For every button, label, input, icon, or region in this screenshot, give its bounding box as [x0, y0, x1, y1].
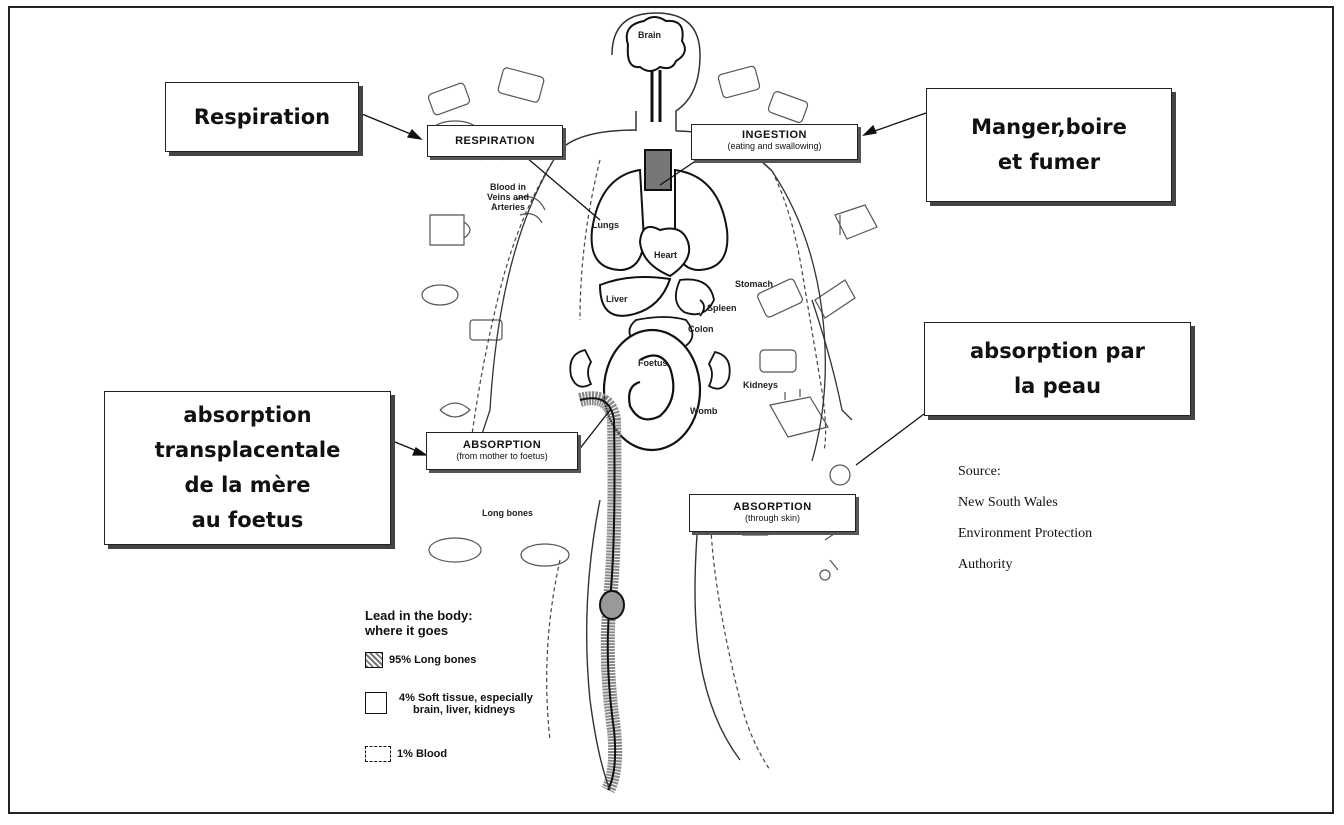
legend: Lead in the body: where it goes 95% Long… — [365, 608, 565, 638]
long-bones — [580, 398, 624, 790]
legend-item-blood: 1% Blood — [365, 746, 447, 762]
respiration-fr-box: Respiration — [165, 82, 359, 152]
blood-line-3: Arteries — [491, 202, 525, 212]
source-line-3: Environment Protection — [958, 518, 1092, 549]
transplacental-fr-line-1: absorption — [183, 398, 311, 433]
ingestion-en-sub: (eating and swallowing) — [692, 141, 857, 151]
absorption-skin-en-title: ABSORPTION — [690, 501, 855, 513]
legend-item-soft-tissue: 4% Soft tissue, especially brain, liver,… — [365, 692, 533, 716]
blood-line-1: Blood in — [490, 182, 526, 192]
source-line-4: Authority — [958, 549, 1092, 580]
skin-fr-line-2: la peau — [1014, 369, 1101, 404]
ingestion-en-box: INGESTION (eating and swallowing) — [691, 124, 858, 160]
dashed-swatch-icon — [365, 746, 391, 762]
organ-label-liver: Liver — [606, 294, 628, 304]
source-block: Source: New South Wales Environment Prot… — [958, 456, 1092, 580]
legend-title-line-1: Lead in the body: — [365, 608, 565, 623]
legend-item-soft-tissue-line-2: brain, liver, kidneys — [399, 704, 515, 716]
organ-label-long-bones: Long bones — [482, 508, 533, 518]
legend-item-long-bones-label: 95% Long bones — [389, 652, 476, 668]
legend-item-long-bones: 95% Long bones — [365, 652, 476, 668]
ingestion-fr-line-2: et fumer — [998, 145, 1100, 180]
ingestion-fr-line-1: Manger,boire — [971, 110, 1127, 145]
organ-label-foetus: Foetus — [638, 358, 668, 368]
absorption-foetus-en-box: ABSORPTION (from mother to foetus) — [426, 432, 578, 470]
organ-label-colon: Colon — [688, 324, 714, 334]
respiration-en-title: RESPIRATION — [428, 126, 562, 156]
legend-title-line-2: where it goes — [365, 623, 565, 638]
transplacental-fr-line-2: transplacentale — [155, 433, 341, 468]
absorption-foetus-en-sub: (from mother to foetus) — [427, 451, 577, 461]
absorption-skin-en-sub: (through skin) — [690, 513, 855, 523]
organ-label-spleen: Spleen — [707, 303, 737, 313]
transplacental-fr-box: absorption transplacentale de la mère au… — [104, 391, 391, 545]
source-line-2: New South Wales — [958, 487, 1092, 518]
transplacental-fr-line-3: de la mère — [185, 468, 311, 503]
blood-line-2: Veins and — [487, 192, 529, 202]
ingestion-fr-box: Manger,boire et fumer — [926, 88, 1172, 202]
organ-label-blood: Blood in Veins and Arteries — [478, 182, 538, 212]
organ-label-lungs: Lungs — [592, 220, 619, 230]
organ-label-heart: Heart — [654, 250, 677, 260]
skin-fr-line-1: absorption par — [970, 334, 1145, 369]
respiration-fr-label: Respiration — [194, 100, 330, 135]
legend-item-blood-label: 1% Blood — [397, 746, 447, 762]
respiration-en-box: RESPIRATION — [427, 125, 563, 157]
ingestion-en-title: INGESTION — [692, 129, 857, 141]
transplacental-fr-line-4: au foetus — [192, 503, 304, 538]
skin-fr-box: absorption par la peau — [924, 322, 1191, 416]
organ-label-kidneys: Kidneys — [743, 380, 778, 390]
stipple-swatch-icon — [365, 652, 383, 668]
absorption-foetus-en-title: ABSORPTION — [427, 439, 577, 451]
organ-label-brain: Brain — [638, 30, 661, 40]
source-line-1: Source: — [958, 456, 1092, 487]
organ-label-womb: Womb — [690, 406, 717, 416]
absorption-skin-en-box: ABSORPTION (through skin) — [689, 494, 856, 532]
blank-swatch-icon — [365, 692, 387, 714]
organ-label-stomach: Stomach — [735, 279, 773, 289]
legend-item-soft-tissue-line-1: 4% Soft tissue, especially — [399, 692, 533, 704]
legend-item-soft-tissue-text: 4% Soft tissue, especially brain, liver,… — [399, 692, 533, 716]
